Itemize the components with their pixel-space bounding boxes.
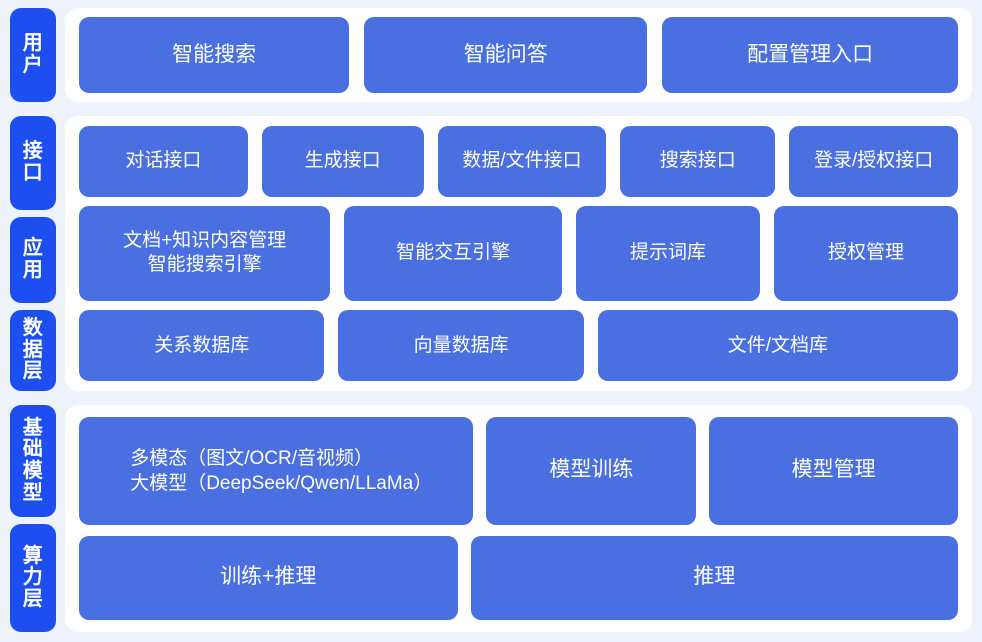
card-generation-interface[interactable]: 生成接口 [261, 126, 424, 197]
panel-user: 智能搜索 智能问答 配置管理入口 [65, 8, 972, 102]
card-config-management-entry[interactable]: 配置管理入口 [662, 17, 958, 93]
band-infra: 基础模型 算力层 多模态（图文/OCR/音视频） 大模型（DeepSeek/Qw… [10, 405, 972, 632]
band-user: 用户 智能搜索 智能问答 配置管理入口 [10, 8, 972, 102]
card-smart-qa[interactable]: 智能问答 [364, 17, 648, 93]
layer-chip-user[interactable]: 用户 [10, 8, 56, 102]
chip-column-middle: 接口 应用 数据层 [10, 116, 56, 391]
layer-chip-compute[interactable]: 算力层 [10, 524, 56, 632]
card-row-foundation-model: 多模态（图文/OCR/音视频） 大模型（DeepSeek/Qwen/LLaMa）… [79, 417, 959, 525]
layer-chip-user-label: 用户 [22, 32, 44, 76]
card-row-compute: 训练+推理 推理 [79, 535, 958, 620]
card-row-user-1: 智能搜索 智能问答 配置管理入口 [79, 17, 958, 93]
card-authorization-management[interactable]: 授权管理 [773, 205, 959, 302]
card-prompt-library[interactable]: 提示词库 [575, 205, 760, 302]
card-relational-database[interactable]: 关系数据库 [79, 310, 325, 381]
card-login-auth-interface[interactable]: 登录/授权接口 [789, 126, 958, 197]
card-vector-database[interactable]: 向量数据库 [338, 310, 584, 381]
card-dialog-interface[interactable]: 对话接口 [79, 126, 248, 197]
band-middle: 接口 应用 数据层 对话接口 生成接口 数据/文件接口 搜索接口 登录/授权接口… [10, 116, 972, 391]
card-data-file-interface[interactable]: 数据/文件接口 [437, 126, 607, 197]
card-inference[interactable]: 推理 [470, 535, 958, 620]
card-row-data: 关系数据库 向量数据库 文件/文档库 [79, 310, 958, 381]
card-smart-search[interactable]: 智能搜索 [79, 17, 350, 93]
layer-chip-foundation-model[interactable]: 基础模型 [10, 405, 56, 517]
layer-chip-foundation-model-label: 基础模型 [22, 416, 44, 504]
chip-column-infra: 基础模型 算力层 [10, 405, 56, 632]
layer-chip-interface-label: 接口 [22, 140, 44, 184]
card-file-document-library[interactable]: 文件/文档库 [597, 310, 958, 381]
layer-chip-data-label: 数据层 [22, 317, 44, 383]
card-smart-interaction-engine[interactable]: 智能交互引擎 [344, 205, 562, 302]
layer-chip-compute-label: 算力层 [22, 544, 44, 610]
card-row-interface: 对话接口 生成接口 数据/文件接口 搜索接口 登录/授权接口 [79, 126, 958, 197]
layer-chip-interface[interactable]: 接口 [10, 116, 56, 210]
card-model-management[interactable]: 模型管理 [709, 417, 959, 525]
card-row-application: 文档+知识内容管理 智能搜索引擎 智能交互引擎 提示词库 授权管理 [79, 205, 959, 302]
card-doc-knowledge-management[interactable]: 文档+知识内容管理 智能搜索引擎 [79, 205, 331, 302]
chip-column-user: 用户 [10, 8, 56, 102]
layer-chip-application[interactable]: 应用 [10, 217, 56, 303]
card-model-training[interactable]: 模型训练 [486, 417, 697, 525]
layer-chip-data[interactable]: 数据层 [10, 310, 56, 391]
panel-infra: 多模态（图文/OCR/音视频） 大模型（DeepSeek/Qwen/LLaMa）… [65, 405, 972, 632]
card-multimodal-large-model[interactable]: 多模态（图文/OCR/音视频） 大模型（DeepSeek/Qwen/LLaMa） [79, 417, 474, 525]
card-training-inference[interactable]: 训练+推理 [79, 535, 458, 620]
card-search-interface[interactable]: 搜索接口 [620, 126, 776, 197]
layer-chip-application-label: 应用 [22, 237, 44, 281]
panel-middle: 对话接口 生成接口 数据/文件接口 搜索接口 登录/授权接口 文档+知识内容管理… [65, 116, 972, 391]
